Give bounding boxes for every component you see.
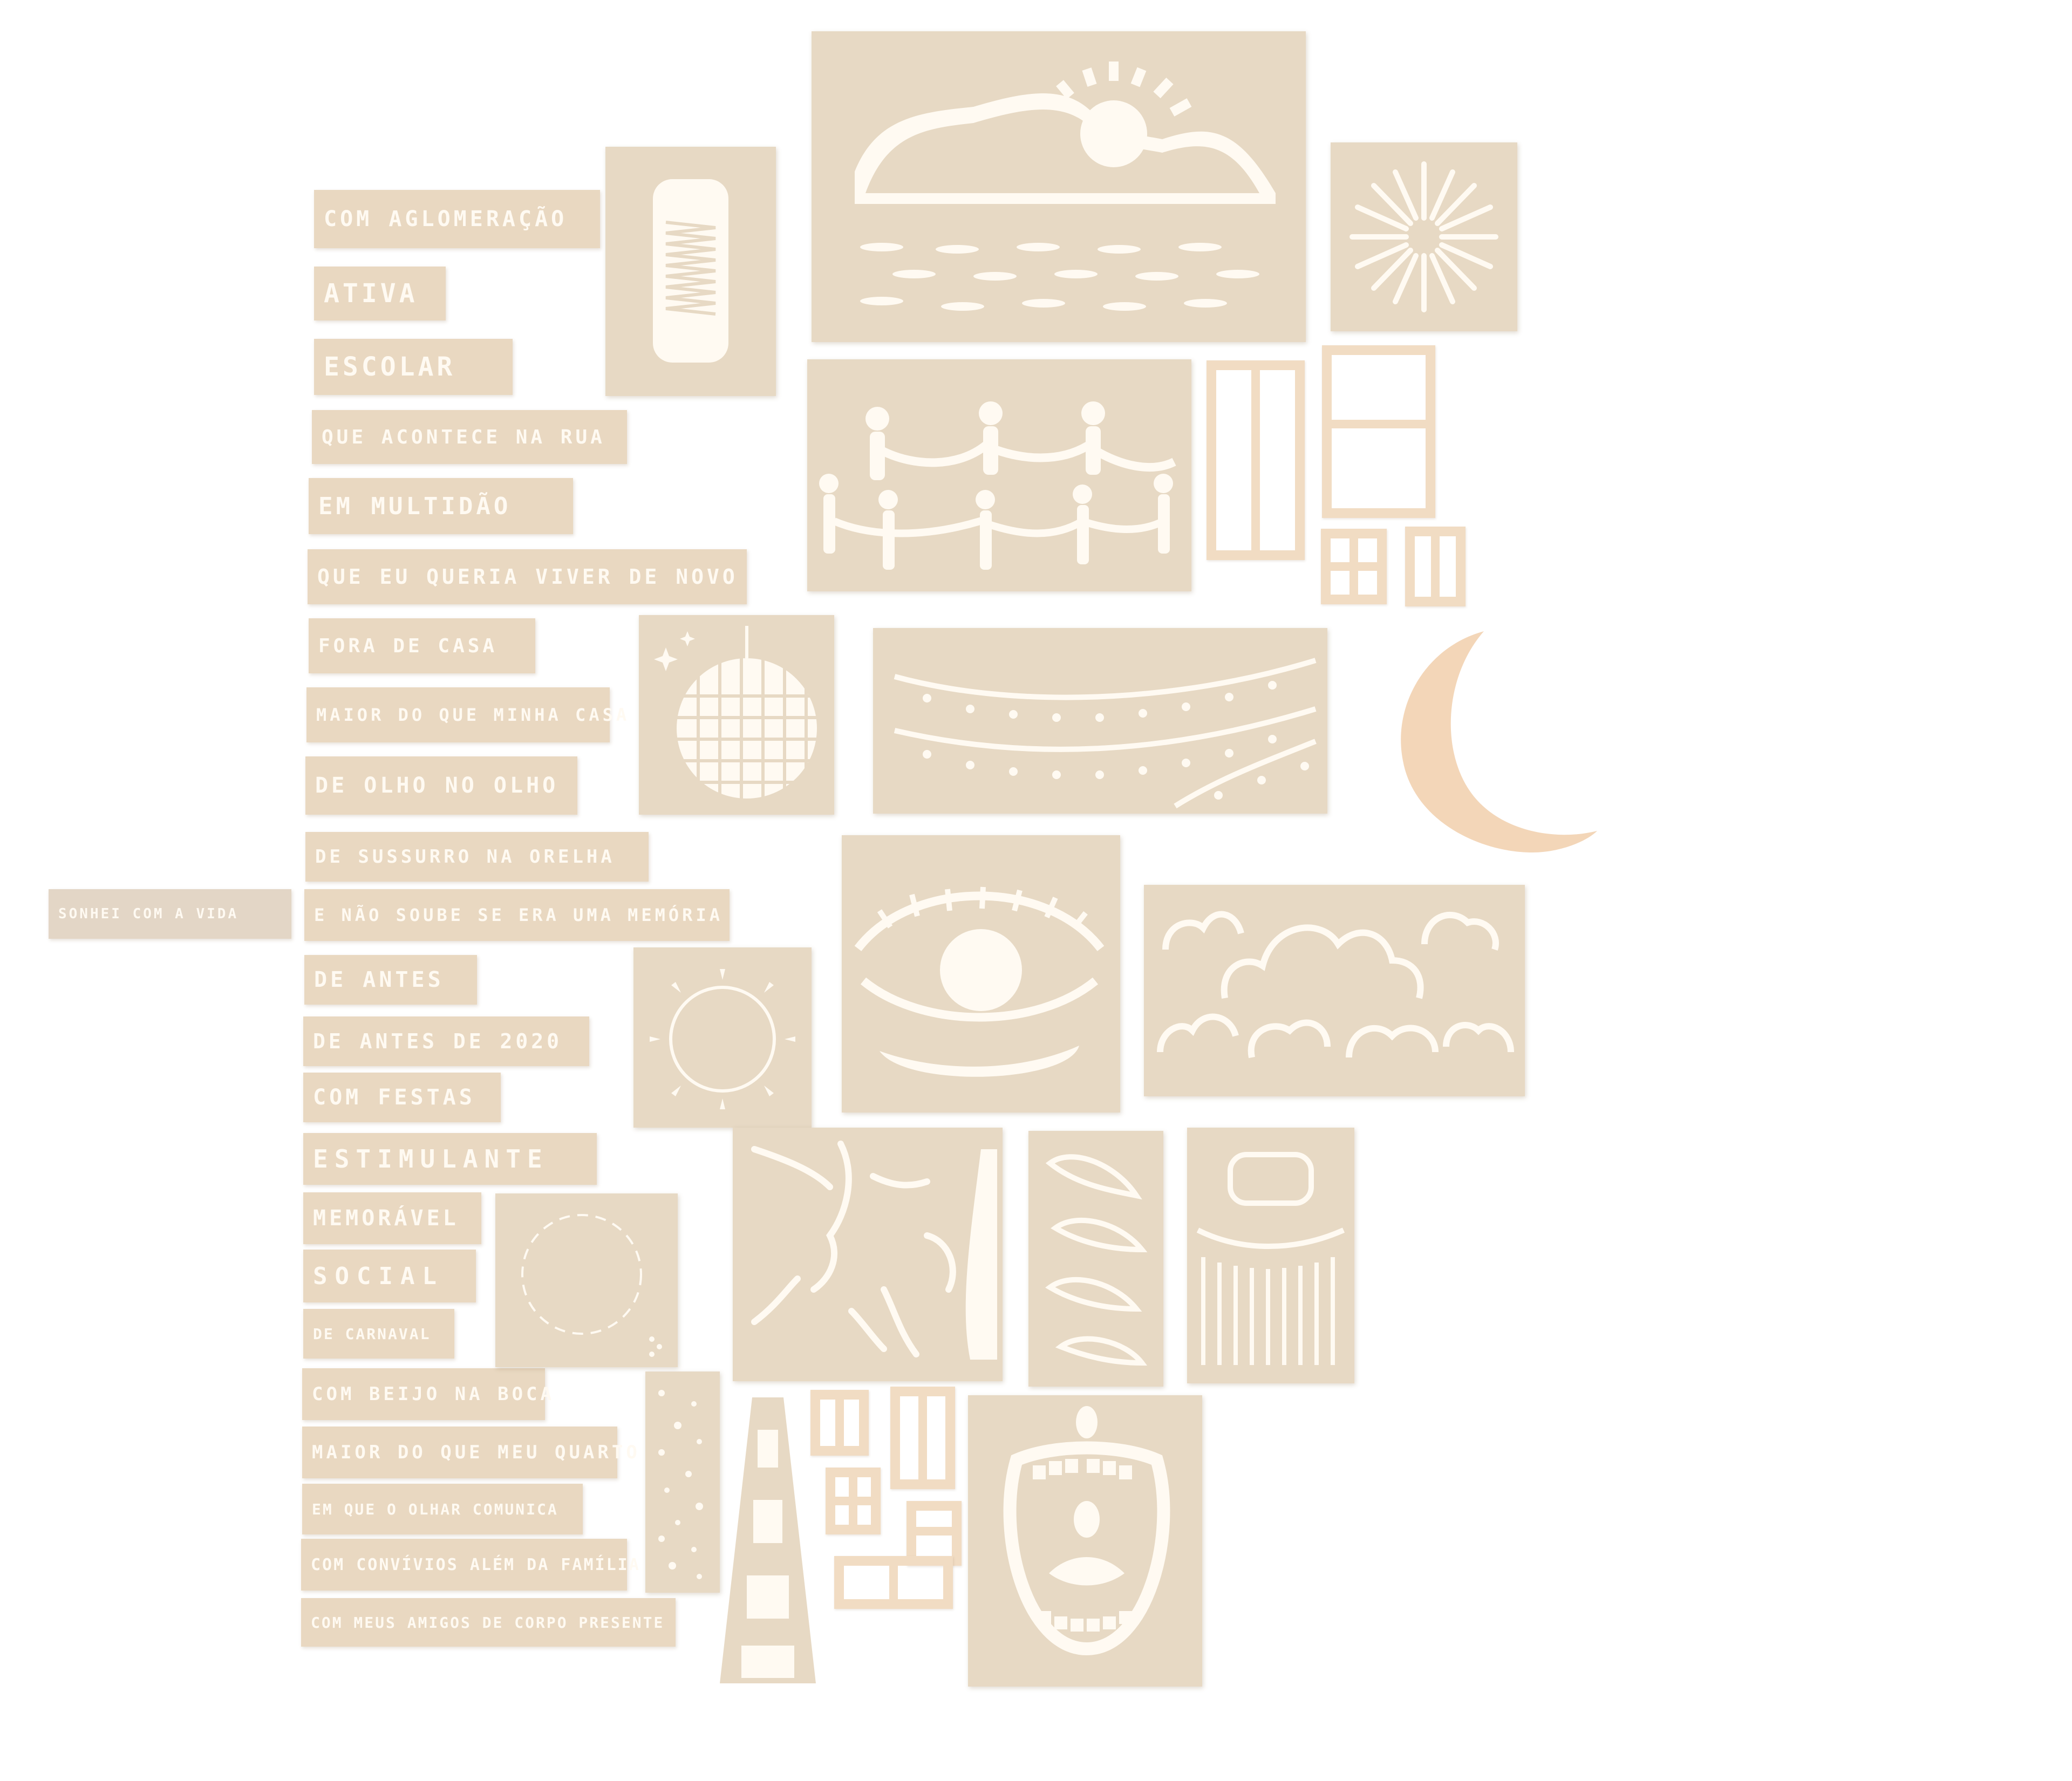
phrase-strip: SOCIAL (303, 1250, 476, 1302)
kiss-icon (751, 1141, 997, 1360)
sunburst-card (1331, 142, 1517, 331)
phrase-text: ATIVA (324, 278, 418, 309)
window-frame-icon (1321, 529, 1387, 604)
phrase-strip: FORA DE CASA (309, 618, 535, 673)
confetti-card (645, 1371, 720, 1593)
phrase-text: E NÃO SOUBE SE ERA UMA MEMÓRIA (314, 905, 723, 925)
sun-icon (650, 969, 795, 1109)
phrase-text: COM BEIJO NA BOCA (312, 1383, 555, 1405)
phrase-strip: DE ANTES (304, 955, 477, 1005)
tower-icon (720, 1397, 816, 1683)
leaves-icon (1045, 1154, 1148, 1366)
phrase-strip: DE ANTES DE 2020 (303, 1016, 589, 1066)
window-frame-icon (890, 1387, 955, 1489)
people-chain-icon (819, 401, 1176, 570)
phrase-text: DE SUSSURRO NA ORELHA (315, 846, 615, 868)
window-frame-icon (826, 1468, 881, 1534)
disco-ball-icon (654, 626, 817, 799)
phrase-strip: MEMORÁVEL (303, 1192, 481, 1244)
phrase-text: EM MULTIDÃO (318, 492, 512, 520)
clouds-icon (1157, 911, 1514, 1059)
sunburst-icon (1349, 161, 1498, 312)
phrase-strip: ATIVA (314, 267, 446, 320)
lights-card (873, 628, 1327, 814)
window-frame-icon (1322, 345, 1435, 518)
string-lights-icon (894, 658, 1317, 809)
phrase-text: SONHEI COM A VIDA (58, 906, 239, 922)
window-frame-icon (810, 1390, 869, 1456)
phrase-strip: EM QUE O OLHAR COMUNICA (302, 1484, 583, 1534)
phrase-strip: MAIOR DO QUE MEU QUARTO (302, 1427, 637, 1478)
phrase-text: ESCOLAR (324, 352, 456, 382)
phrase-text: DE ANTES DE 2020 (313, 1029, 563, 1053)
phrase-strip: MAIOR DO QUE MINHA CASA (306, 687, 626, 742)
phrase-text: QUE EU QUERIA VIVER DE NOVO (317, 565, 738, 589)
eye-card (842, 835, 1120, 1113)
phrase-strip: QUE ACONTECE NA RUA (312, 410, 627, 464)
phrase-strip: EM MULTIDÃO (309, 478, 573, 534)
phrase-strip: QUE EU QUERIA VIVER DE NOVO (308, 549, 747, 604)
phrase-strip: COM CONVÍVIOS ALÉM DA FAMÍLIA (301, 1539, 639, 1591)
window-frame-icon (906, 1501, 962, 1566)
leaves-card (1028, 1131, 1163, 1387)
mouth-card (968, 1395, 1202, 1687)
phrase-strip: ESCOLAR (314, 339, 513, 395)
phrase-strip: SONHEI COM A VIDA (49, 889, 291, 939)
empty-circle-icon (521, 1214, 662, 1357)
landscape-card (812, 31, 1306, 342)
phrase-strip: COM BEIJO NA BOCA (302, 1368, 551, 1420)
phrase-text: COM FESTAS (313, 1085, 475, 1110)
phrase-text: DE ANTES (314, 967, 444, 992)
phrase-text: ESTIMULANTE (313, 1144, 549, 1173)
disco-card (639, 615, 834, 815)
phrase-text: EM QUE O OLHAR COMUNICA (312, 1500, 558, 1518)
phrase-strip: COM AGLOMERAÇÃO (314, 190, 600, 248)
phrase-strip: E NÃO SOUBE SE ERA UMA MEMÓRIA (304, 889, 730, 941)
mouth-icon (1003, 1406, 1170, 1656)
phrase-text: MEMORÁVEL (313, 1206, 459, 1231)
pillow-icon (1196, 1152, 1345, 1365)
phrase-strip: DE CARNAVAL (303, 1309, 454, 1359)
circle-card (495, 1193, 678, 1367)
window-frame-icon (1207, 360, 1305, 560)
phrase-text: MAIOR DO QUE MINHA CASA (316, 705, 630, 725)
phrase-strip: COM MEUS AMIGOS DE CORPO PRESENTE (301, 1598, 676, 1647)
phrase-text: QUE ACONTECE NA RUA (322, 426, 605, 448)
phrase-strip: COM FESTAS (303, 1073, 501, 1122)
phrase-text: DE CARNAVAL (313, 1325, 431, 1343)
moon-icon (1401, 631, 1597, 852)
phrase-text: MAIOR DO QUE MEU QUARTO (312, 1442, 640, 1463)
phrase-text: COM AGLOMERAÇÃO (324, 207, 568, 231)
can-card (605, 147, 776, 396)
people-card (807, 359, 1191, 591)
phrase-text: FORA DE CASA (318, 634, 498, 657)
pillow-card (1187, 1128, 1354, 1383)
clouds-card (1144, 885, 1525, 1096)
phrase-strip: DE SUSSURRO NA ORELHA (305, 832, 649, 882)
window-frame-icon (1405, 527, 1466, 606)
eye-icon (854, 886, 1105, 1077)
phrase-text: COM CONVÍVIOS ALÉM DA FAMÍLIA (311, 1555, 640, 1574)
phrase-strip: ESTIMULANTE (303, 1133, 597, 1185)
can-icon (653, 179, 728, 363)
phrase-text: DE OLHO NO OLHO (315, 773, 559, 798)
phrase-text: COM MEUS AMIGOS DE CORPO PRESENTE (311, 1613, 665, 1632)
sun-card (633, 947, 812, 1128)
kiss-card (733, 1128, 1003, 1381)
window-frame-icon (834, 1556, 953, 1609)
mountain-sun-icon (855, 62, 1276, 311)
confetti-icon (658, 1390, 703, 1579)
phrase-text: SOCIAL (313, 1262, 444, 1290)
phrase-strip: DE OLHO NO OLHO (305, 756, 577, 815)
